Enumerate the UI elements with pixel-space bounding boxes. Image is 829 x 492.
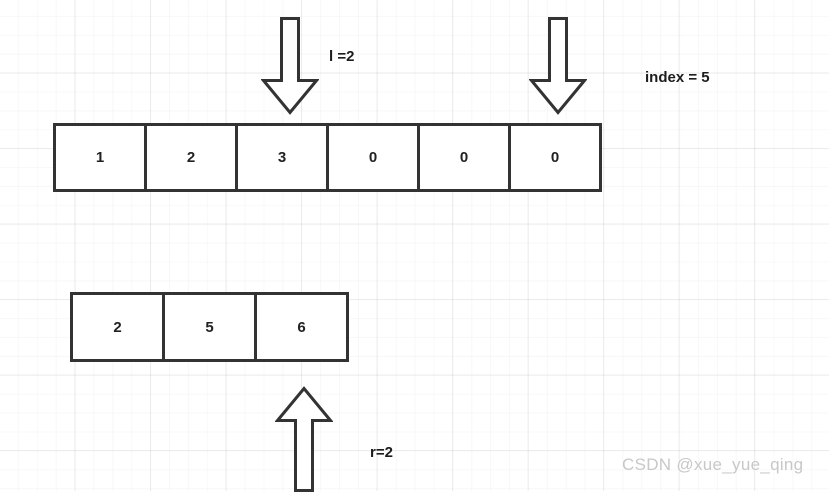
- pointer-label-l: l =2: [329, 48, 355, 65]
- array-cell: 2: [144, 123, 238, 192]
- arrow-up-icon: [275, 386, 333, 492]
- array-cell: 1: [53, 123, 147, 192]
- source-array: 2 5 6: [70, 292, 349, 362]
- array-cell: 2: [70, 292, 165, 362]
- pointer-label-index: index = 5: [645, 69, 710, 86]
- array-cell: 0: [326, 123, 420, 192]
- arrow-down-icon: [261, 17, 319, 115]
- array-cell: 3: [235, 123, 329, 192]
- array-cell: 5: [162, 292, 257, 362]
- watermark: CSDN @xue_yue_qing: [622, 455, 804, 474]
- pointer-label-r: r=2: [370, 444, 393, 461]
- array-cell: 0: [508, 123, 602, 192]
- array-cell: 6: [254, 292, 349, 362]
- destination-array: 1 2 3 0 0 0: [53, 123, 602, 192]
- array-cell: 0: [417, 123, 511, 192]
- arrow-down-icon: [529, 17, 587, 115]
